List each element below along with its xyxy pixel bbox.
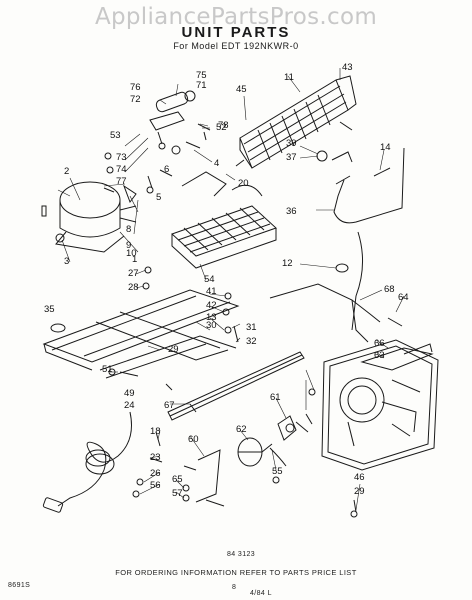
callout-76: 76 xyxy=(130,82,141,93)
refrigerant-lines xyxy=(269,147,405,343)
callout-13: 13 xyxy=(206,312,217,323)
callout-1: 1 xyxy=(132,254,137,265)
callout-46: 46 xyxy=(354,472,365,483)
callout-11: 11 xyxy=(284,72,294,83)
drawing-number: 84 3123 xyxy=(227,551,256,558)
leader-lines xyxy=(57,68,405,511)
callout-49: 49 xyxy=(124,388,135,399)
fan-motor-assembly xyxy=(237,415,309,467)
callout-45: 45 xyxy=(236,84,247,95)
callout-42: 42 xyxy=(206,300,217,311)
callout-60: 60 xyxy=(188,434,199,445)
callout-55: 55 xyxy=(272,466,283,477)
callout-9: 9 xyxy=(126,240,131,251)
revision-mark: 4/84 L xyxy=(250,590,272,597)
callout-51: 51 xyxy=(102,364,113,375)
callout-27: 27 xyxy=(128,268,139,279)
callout-23: 23 xyxy=(150,452,161,463)
callout-67: 67 xyxy=(164,400,175,411)
callout-32: 32 xyxy=(246,336,257,347)
callout-64: 64 xyxy=(398,292,409,303)
mounting-rail xyxy=(167,351,305,421)
base-frame xyxy=(42,289,240,391)
callout-12: 12 xyxy=(282,258,293,269)
evaporator xyxy=(171,171,277,269)
callout-28: 28 xyxy=(128,282,139,293)
callout-52: 52 xyxy=(216,122,227,133)
callout-39: 39 xyxy=(286,138,297,149)
callout-29: 29 xyxy=(354,486,365,497)
callout-66: 66 xyxy=(374,338,385,349)
fan-shroud xyxy=(321,339,439,471)
callout-62: 62 xyxy=(236,424,247,435)
callout-29: 29 xyxy=(168,344,179,355)
compressor xyxy=(41,181,137,253)
callout-41: 41 xyxy=(206,286,217,297)
callout-73: 73 xyxy=(116,152,127,163)
callout-26: 26 xyxy=(150,468,161,479)
callout-37: 37 xyxy=(286,152,297,163)
callout-56: 56 xyxy=(150,480,161,491)
callout-labels: 7571767252537374777842562089101327285441… xyxy=(44,62,409,499)
callout-72: 72 xyxy=(130,94,141,105)
condenser-coil xyxy=(235,75,357,169)
callout-10: 10 xyxy=(126,248,137,259)
callout-54: 54 xyxy=(204,274,215,285)
callout-65: 65 xyxy=(172,474,183,485)
callout-18: 18 xyxy=(150,426,161,437)
callout-36: 36 xyxy=(286,206,297,217)
callout-24: 24 xyxy=(124,400,135,411)
callout-77: 77 xyxy=(116,176,127,187)
diagram-title: UNIT PARTS xyxy=(181,24,291,41)
callout-14: 14 xyxy=(380,142,391,153)
watermark: AppliancePartsPros.com xyxy=(94,4,378,30)
callout-75: 75 xyxy=(196,70,207,81)
diagram-subtitle: For Model EDT 192NKWR-0 xyxy=(173,41,299,51)
callout-8: 8 xyxy=(126,224,131,235)
power-cord xyxy=(42,411,163,513)
callout-78: 78 xyxy=(218,120,229,131)
callout-43: 43 xyxy=(342,62,353,73)
callout-71: 71 xyxy=(196,80,207,91)
callout-2: 2 xyxy=(64,166,69,177)
motor-bracket xyxy=(183,449,225,507)
callout-68: 68 xyxy=(384,284,395,295)
page-number: 8 xyxy=(232,584,237,591)
callout-57: 57 xyxy=(172,488,183,499)
callout-20: 20 xyxy=(238,178,249,189)
callout-53: 53 xyxy=(110,130,121,141)
callout-35: 35 xyxy=(44,304,55,315)
relay-overload-parts xyxy=(103,90,211,204)
callout-31: 31 xyxy=(246,322,257,333)
callout-5: 5 xyxy=(156,192,161,203)
part-code: 8691S xyxy=(8,582,31,589)
callout-74: 74 xyxy=(116,164,127,175)
callout-6: 6 xyxy=(164,164,169,175)
fasteners xyxy=(108,266,358,518)
callout-63: 63 xyxy=(374,350,385,361)
callout-4: 4 xyxy=(214,158,219,169)
ordering-note: FOR ORDERING INFORMATION REFER TO PARTS … xyxy=(115,568,357,577)
callout-30: 30 xyxy=(206,320,217,331)
callout-3: 3 xyxy=(64,256,69,267)
callout-61: 61 xyxy=(270,392,281,403)
